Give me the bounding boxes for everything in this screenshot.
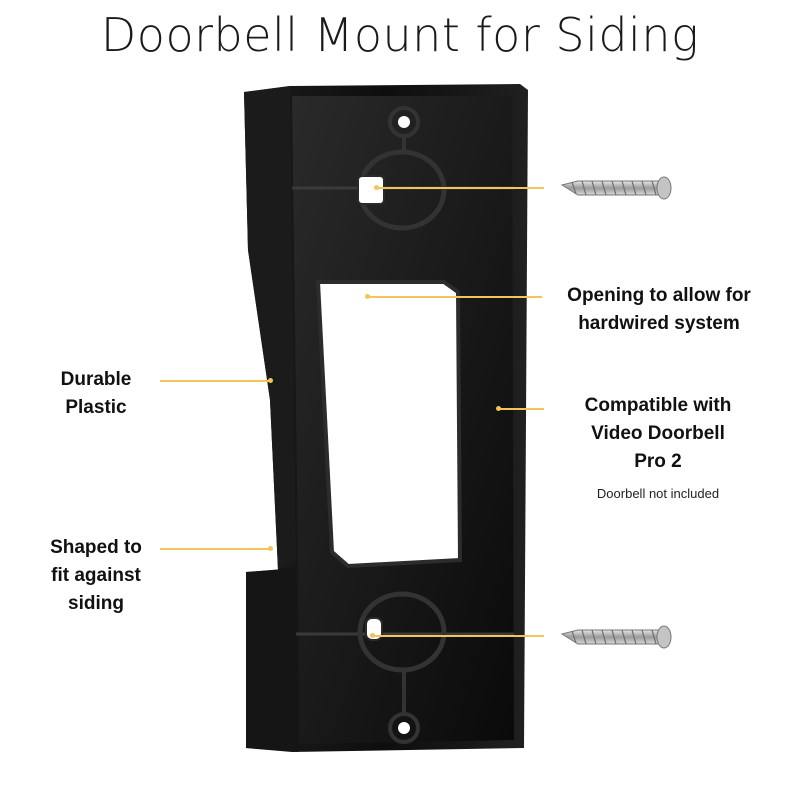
label-shaped-line-2: fit against: [51, 565, 141, 586]
screw-bottom: [560, 625, 672, 649]
callout-dot-compatible: [496, 406, 501, 411]
callout-line-shaped: [160, 548, 270, 550]
label-opening-line-2: hardwired system: [578, 313, 740, 334]
callout-dot-bottom-screw: [370, 633, 375, 638]
label-compatible-line-2: Video Doorbell: [591, 423, 725, 444]
label-durable-line-1: Durable: [60, 369, 132, 390]
label-opening-line-1: Opening to allow for: [567, 285, 751, 306]
label-compatible: Compatible with Video Doorbell Pro 2: [548, 392, 768, 476]
mount-body: [244, 84, 528, 752]
label-compatible-line-1: Compatible with: [584, 395, 732, 416]
callout-dot-shaped: [268, 546, 273, 551]
callout-dot-durable: [268, 378, 273, 383]
note-doorbell-not-included: Doorbell not included: [596, 486, 720, 501]
label-shaped-line-3: siding: [68, 593, 124, 614]
label-durable: Durable Plastic: [36, 366, 156, 422]
screw-top: [560, 176, 672, 200]
callout-line-opening: [368, 296, 542, 298]
callout-dot-top-screw: [374, 185, 379, 190]
page-title: Doorbell Mount for Siding: [100, 8, 700, 62]
label-shaped: Shaped to fit against siding: [26, 534, 166, 618]
label-durable-line-2: Plastic: [65, 397, 127, 418]
callout-line-compatible: [498, 408, 544, 410]
label-shaped-line-1: Shaped to: [50, 537, 142, 558]
callout-dot-opening: [365, 294, 370, 299]
callout-line-bottom-screw: [372, 635, 544, 637]
label-opening: Opening to allow for hardwired system: [546, 282, 772, 338]
callout-line-top-screw: [376, 187, 544, 189]
label-compatible-line-3: Pro 2: [634, 451, 682, 472]
callout-line-durable: [160, 380, 270, 382]
